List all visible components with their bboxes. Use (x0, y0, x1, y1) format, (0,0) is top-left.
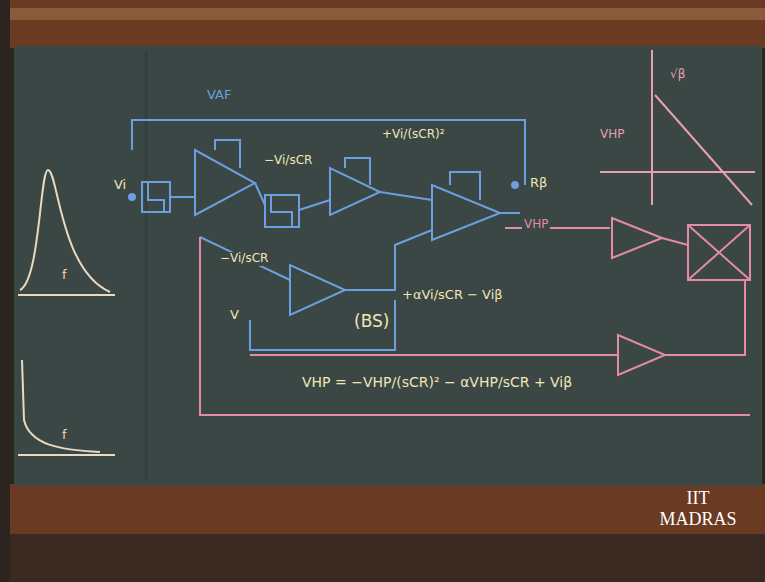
pink-wiring-stroke (665, 280, 745, 355)
blackboard (14, 46, 762, 486)
pink-wiring-stroke (662, 238, 688, 245)
op-amp-circuit-stroke (290, 265, 345, 315)
transfer-graph-stroke (600, 171, 755, 173)
op-amp-circuit-stroke (299, 200, 330, 210)
signal-expression: +αVi/sCR − Viβ (400, 288, 505, 303)
op-amp-circuit-stroke (330, 168, 380, 215)
pink-wiring-stroke (688, 225, 750, 280)
watermark: IIT MADRAS (650, 488, 746, 529)
output-signal: VHP (522, 218, 550, 232)
op-amp-circuit-stroke (345, 158, 370, 185)
op-amp-circuit-stroke (265, 195, 299, 227)
pink-wiring-stroke (688, 225, 750, 280)
pink-wiring-stroke (505, 227, 610, 229)
axis-label: VHP (598, 128, 626, 142)
wood-frame-stroke (10, 0, 765, 48)
pink-wiring-stroke (612, 218, 662, 258)
section-tag: (BS) (352, 312, 391, 332)
op-amp-circuit (129, 120, 525, 350)
transfer-graph-stroke (655, 95, 752, 205)
op-amp-circuit-stroke (380, 192, 432, 200)
pink-wiring (200, 218, 750, 415)
signal-expression: −Vi/sCR (218, 252, 270, 266)
input-signal: Vi (112, 178, 128, 193)
left-response-plots-stroke (22, 360, 100, 452)
wood-frame-stroke (10, 534, 765, 582)
op-amp-circuit-stroke (512, 182, 518, 188)
transfer-graph-stroke (651, 50, 653, 205)
wood-frame-stroke (10, 484, 765, 534)
op-amp-circuit-stroke (250, 300, 395, 350)
pink-wiring-stroke (688, 225, 750, 280)
op-amp-circuit-stroke (142, 182, 170, 212)
op-amp-circuit-stroke (129, 194, 135, 200)
op-amp-circuit-stroke (170, 196, 195, 198)
op-amp-circuit-stroke (200, 237, 290, 280)
signal-expression: +Vi/(sCR)² (380, 128, 447, 142)
filter-equation: VHP = −VHP/(sCR)² − αVHP/sCR + Viβ (300, 374, 574, 390)
blackboard-stroke (14, 46, 762, 486)
op-amp-circuit-stroke (195, 150, 255, 215)
left-response-plots-stroke (18, 454, 115, 456)
op-amp-circuit-stroke (345, 230, 432, 290)
op-amp-circuit-stroke (271, 195, 292, 227)
signal-expression: −Vi/sCR (262, 154, 314, 168)
axis-label: f (60, 428, 69, 443)
left-response-plots-stroke (18, 294, 115, 296)
blackboard-stroke (145, 50, 148, 480)
left-response-plots-stroke (20, 170, 110, 292)
axis-value: √β (668, 68, 687, 82)
pink-wiring-stroke (200, 237, 750, 415)
op-amp-circuit-stroke (450, 172, 480, 200)
op-amp-circuit-stroke (148, 182, 164, 212)
op-amp-circuit-stroke (500, 212, 520, 214)
op-amp-circuit-stroke (132, 120, 525, 185)
axis-label: f (60, 268, 69, 283)
wood-frame-stroke (10, 8, 765, 20)
op-amp-circuit-stroke (255, 183, 265, 205)
signal-name: V (228, 308, 241, 323)
op-amp-circuit-stroke (215, 140, 240, 168)
left-response-plots (18, 170, 115, 455)
resistor-value: Rβ (528, 176, 549, 191)
op-amp-circuit-stroke (432, 185, 500, 240)
pink-wiring-stroke (618, 335, 665, 375)
pink-wiring-stroke (250, 354, 618, 356)
signal-name: VAF (205, 88, 233, 103)
